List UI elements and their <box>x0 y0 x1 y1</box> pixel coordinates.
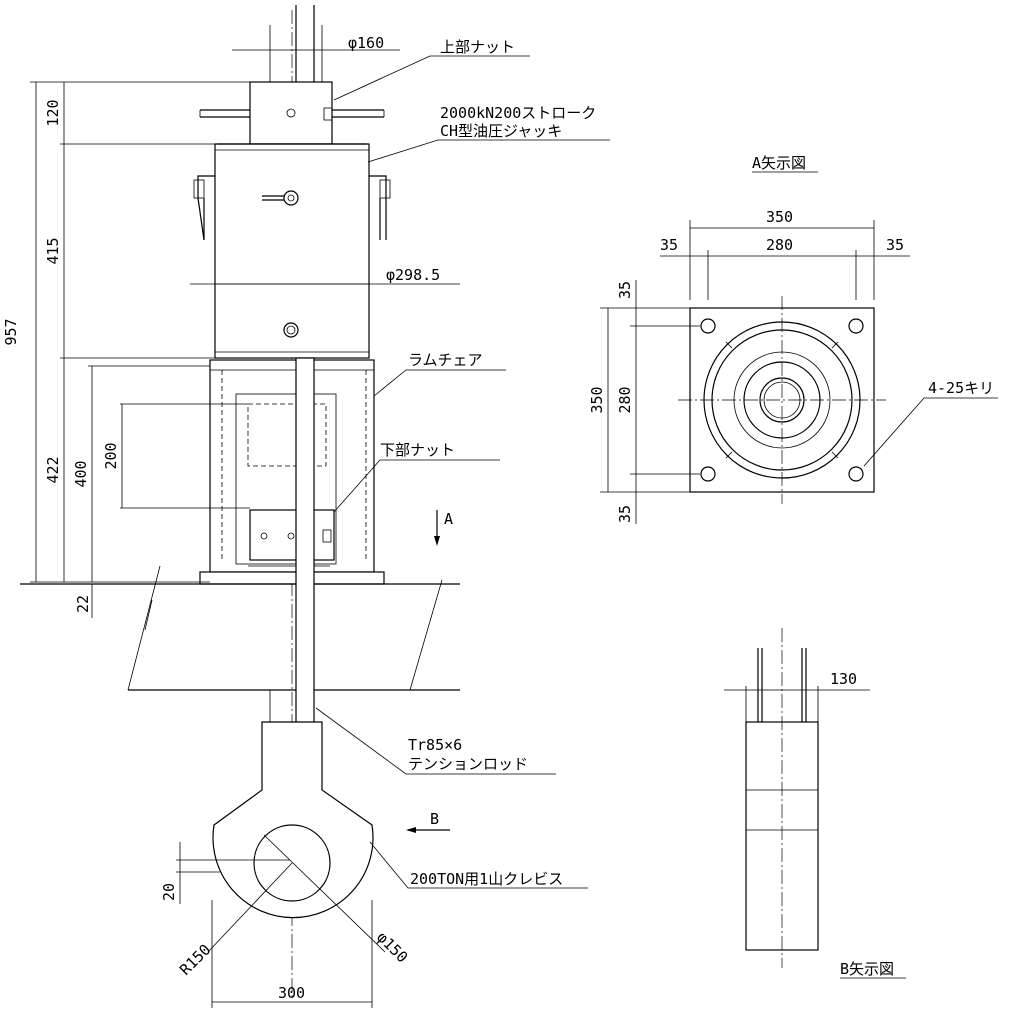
label-top-nut: 上部ナット <box>440 38 515 56</box>
dim-a35b: 35 <box>616 505 634 523</box>
dim-400: 400 <box>72 460 90 487</box>
dim-d150: φ150 <box>373 928 411 966</box>
dim-d160: φ160 <box>348 34 384 52</box>
dim-415: 415 <box>44 237 62 264</box>
label-bottom-nut: 下部ナット <box>380 441 455 459</box>
label-jack-line2: CH型油圧ジャッキ <box>440 122 562 140</box>
top-nut <box>199 81 385 145</box>
dim-200: 200 <box>102 442 120 469</box>
dim-20: 20 <box>160 883 178 901</box>
label-rod-line1: Tr85×6 <box>408 736 462 754</box>
view-a: A矢示図 350 280 35 35 350 <box>588 154 998 524</box>
label-holes: 4-25キリ <box>928 379 994 397</box>
hydraulic-jack <box>193 143 391 359</box>
ram-chair <box>199 359 385 585</box>
label-rod-line2: テンションロッド <box>408 755 528 773</box>
dim-a350h: 350 <box>588 386 606 413</box>
dim-300: 300 <box>278 984 305 1002</box>
dim-a35t: 35 <box>616 281 634 299</box>
dim-422: 422 <box>44 456 62 483</box>
view-arrow-a: A <box>444 510 453 528</box>
clevis <box>212 721 374 919</box>
view-b: 130 B矢示図 <box>724 628 906 979</box>
main-elevation <box>20 5 460 1000</box>
dim-d298: φ298.5 <box>386 266 440 284</box>
main-annotations: 上部ナット 2000kN200ストローク CH型油圧ジャッキ ラムチェア 下部ナ… <box>315 38 610 889</box>
dim-a350w: 350 <box>766 208 793 226</box>
structure-section <box>20 565 460 691</box>
label-jack-line1: 2000kN200ストローク <box>440 104 596 122</box>
dim-a35r: 35 <box>886 236 904 254</box>
view-a-title: A矢示図 <box>752 154 806 172</box>
label-clevis: 200TON用1山クレビス <box>410 870 563 888</box>
dim-b130: 130 <box>830 670 857 688</box>
dim-22: 22 <box>74 595 92 613</box>
dim-a280w: 280 <box>766 236 793 254</box>
view-arrow-b: B <box>430 810 439 828</box>
dim-a35l: 35 <box>660 236 678 254</box>
dim-120: 120 <box>44 99 62 126</box>
label-ram-chair: ラムチェア <box>408 351 483 369</box>
dim-r150: R150 <box>176 941 214 979</box>
dim-957: 957 <box>2 318 20 345</box>
dim-a280h: 280 <box>616 386 634 413</box>
view-b-title: B矢示図 <box>840 960 894 978</box>
